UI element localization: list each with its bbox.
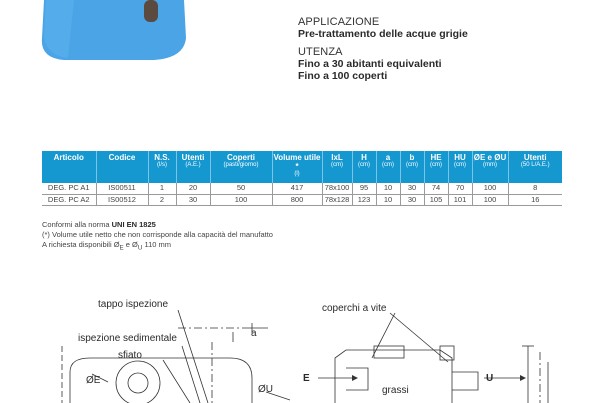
table-cell: 2 <box>148 194 177 206</box>
col-header: HE(cm) <box>424 151 449 183</box>
utenza-line-2: Fino a 100 coperti <box>298 70 388 82</box>
label-coperchi-a-vite: coperchi a vite <box>322 303 387 314</box>
table-notes: Conformi alla norma UNI EN 1825 (*) Volu… <box>42 220 422 254</box>
table-cell: 1 <box>148 183 177 195</box>
col-header: b(cm) <box>400 151 425 183</box>
table-cell: IS00512 <box>96 194 149 206</box>
col-header: Volume utile *(l) <box>272 151 323 183</box>
applicazione-value: Pre-trattamento delle acque grigie <box>298 28 468 40</box>
table-cell: 16 <box>508 194 562 206</box>
col-header: N.S.(l/s) <box>148 151 177 183</box>
table-cell: DEG. PC A1 <box>42 183 97 195</box>
table-cell: 800 <box>272 194 323 206</box>
table-cell: 78x100 <box>322 183 353 195</box>
table-cell: 100 <box>210 194 273 206</box>
col-header: HU(cm) <box>448 151 473 183</box>
table-cell: 123 <box>352 194 377 206</box>
spec-table: Articolo Codice N.S.(l/s) Utenti(A.E.) C… <box>42 151 562 206</box>
table-cell: 50 <box>210 183 273 195</box>
label-tappo-ispezione: tappo ispezione <box>98 299 168 310</box>
col-header: Codice <box>96 151 149 183</box>
table-row: DEG. PC A2 IS00512 2 30 100 800 78x128 1… <box>42 194 562 206</box>
applicazione-heading: APPLICAZIONE <box>298 16 380 28</box>
note-diameter: A richiesta disponibili ØE e ØU 110 mm <box>42 240 172 252</box>
table-cell: IS00511 <box>96 183 149 195</box>
technical-drawing: tappo ispezione ispezione sedimentale sf… <box>61 299 549 403</box>
table-cell: 30 <box>176 194 211 206</box>
table-cell: 70 <box>448 183 473 195</box>
table-cell: 95 <box>352 183 377 195</box>
label-dim-a: a <box>251 328 257 339</box>
col-header: Utenti(A.E.) <box>176 151 211 183</box>
table-cell: 8 <box>508 183 562 195</box>
col-header: H(cm) <box>352 151 377 183</box>
label-grassi: grassi <box>382 385 409 396</box>
table-cell: 100 <box>472 183 509 195</box>
label-ispezione-sedimentale: ispezione sedimentale <box>78 333 177 344</box>
col-header: Coperti(pasti/giorno) <box>210 151 273 183</box>
label-diameter-u: ØU <box>258 384 273 395</box>
table-row: DEG. PC A1 IS00511 1 20 50 417 78x100 95… <box>42 183 562 195</box>
table-cell: 101 <box>448 194 473 206</box>
label-diameter-e: ØE <box>86 375 101 386</box>
col-header: Articolo <box>42 151 97 183</box>
note-norm: Conformi alla norma UNI EN 1825 <box>42 220 156 229</box>
table-cell: 78x128 <box>322 194 353 206</box>
table-cell: 20 <box>176 183 211 195</box>
table-cell: 74 <box>424 183 449 195</box>
label-outlet-u: U <box>486 373 493 384</box>
label-inlet-e: E <box>303 373 310 384</box>
product-tank-image <box>41 0 186 60</box>
col-header: a(cm) <box>376 151 401 183</box>
col-header: lxL(cm) <box>322 151 353 183</box>
label-sfiato: sfiato <box>118 350 142 361</box>
table-cell: DEG. PC A2 <box>42 194 97 206</box>
table-cell: 105 <box>424 194 449 206</box>
table-header-row: Articolo Codice N.S.(l/s) Utenti(A.E.) C… <box>42 151 562 183</box>
product-info: APPLICAZIONE Pre-trattamento delle acque… <box>298 16 588 82</box>
table-cell: 417 <box>272 183 323 195</box>
table-cell: 30 <box>400 183 425 195</box>
utenza-heading: UTENZA <box>298 46 343 58</box>
col-header: ØE e ØU(mm) <box>472 151 509 183</box>
utenza-line-1: Fino a 30 abitanti equivalenti <box>298 58 442 70</box>
col-header: Utenti(50 L/A.E.) <box>508 151 562 183</box>
table-cell: 10 <box>376 194 401 206</box>
table-cell: 10 <box>376 183 401 195</box>
table-cell: 100 <box>472 194 509 206</box>
table-cell: 30 <box>400 194 425 206</box>
note-volume: (*) Volume utile netto che non corrispon… <box>42 230 273 239</box>
